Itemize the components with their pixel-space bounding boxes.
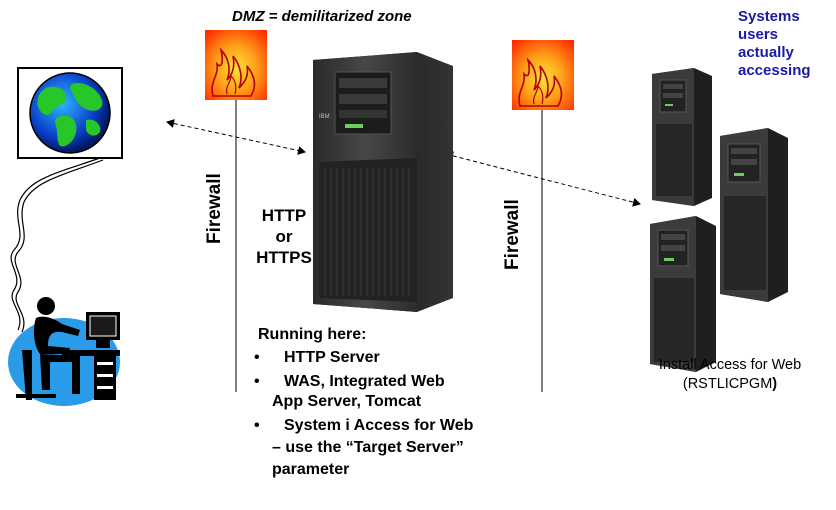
user-at-computer-icon — [8, 297, 120, 406]
systems-users-line: accessing — [738, 62, 811, 79]
running-item: WAS, Integrated Web — [284, 373, 445, 390]
running-item: – use the “Target Server” — [272, 439, 464, 456]
system-server-2-icon — [720, 128, 788, 302]
running-bullet-dot: • — [254, 373, 260, 390]
protocol-line: HTTP — [261, 206, 307, 225]
dmz-title: DMZ = demilitarized zone — [232, 8, 412, 25]
install-caption: Install Access for Web (RSTLICPGM) — [630, 356, 830, 394]
systems-users-label: Systems users actually accessing — [738, 8, 836, 80]
install-caption-text: (RSTLICPGM — [682, 376, 773, 392]
running-item: App Server, Tomcat — [272, 393, 422, 410]
internet-to-dmz-arrow — [166, 119, 306, 155]
dmz-server-icon: IBM — [313, 52, 453, 312]
running-bullet-dot: • — [254, 349, 260, 366]
system-server-3-icon — [650, 216, 716, 372]
system-server-1-icon — [652, 68, 712, 206]
install-caption-line-2: (RSTLICPGM) — [630, 375, 830, 394]
dmz-to-systems-arrow — [445, 151, 641, 207]
internet-globe-icon — [17, 67, 123, 159]
network-cable — [10, 157, 101, 331]
running-heading: Running here: — [258, 326, 367, 343]
firewall-2-icon — [512, 40, 574, 110]
firewall-2-label: Firewall — [502, 199, 523, 270]
running-bullet-dot: • — [254, 417, 260, 434]
systems-users-line: actually — [738, 44, 794, 61]
server-brand-label: IBM — [319, 114, 330, 120]
protocol-label: HTTP or HTTPS — [238, 205, 330, 268]
systems-users-line: Systems — [738, 8, 800, 25]
running-item: parameter — [272, 461, 350, 478]
running-item: HTTP Server — [284, 349, 380, 366]
firewall-1-label: Firewall — [204, 173, 225, 244]
running-item: System i Access for Web — [284, 417, 474, 434]
firewall-1-icon — [205, 30, 267, 100]
install-caption-tail: ) — [772, 376, 778, 392]
protocol-line: or — [275, 227, 293, 246]
systems-users-line: users — [738, 26, 779, 43]
install-caption-line: Install Access for Web — [658, 357, 802, 373]
protocol-line: HTTPS — [256, 248, 312, 267]
